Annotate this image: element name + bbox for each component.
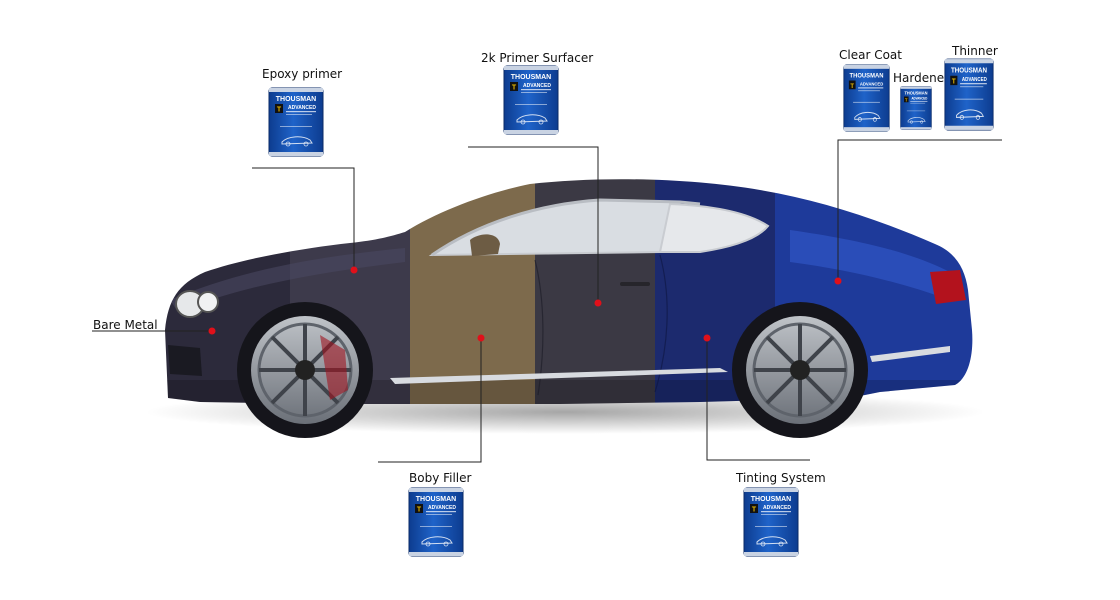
- marker-bare: [208, 327, 216, 335]
- svg-text:THOUSMAN: THOUSMAN: [276, 96, 316, 103]
- svg-text:THOUSMAN: THOUSMAN: [951, 67, 987, 75]
- label-epoxy-primer: Epoxy primer: [262, 67, 343, 81]
- primer-surfacer-can: THOUSMAN T ADVANCED: [503, 64, 559, 136]
- svg-text:ADVANCED: ADVANCED: [763, 505, 791, 511]
- svg-text:ADVANCED: ADVANCED: [962, 77, 987, 83]
- svg-text:THOUSMAN: THOUSMAN: [416, 496, 456, 503]
- tinting-system-can: THOUSMAN T ADVANCED: [743, 486, 799, 558]
- label-tinting-system: Tinting System: [736, 471, 826, 485]
- svg-text:THOUSMAN: THOUSMAN: [751, 496, 791, 503]
- label-body-filler: Boby Filler: [409, 471, 472, 485]
- label-clear-coat: Clear Coat: [839, 48, 902, 62]
- paint-can-icon: THOUSMAN T ADVANCED: [743, 487, 799, 557]
- svg-text:T: T: [512, 85, 517, 92]
- body-filler-can: THOUSMAN T ADVANCED: [408, 486, 464, 558]
- paint-can-icon: THOUSMAN T ADVANCED: [944, 58, 994, 131]
- paint-can-icon: THOUSMAN T ADVANCED: [503, 65, 559, 135]
- svg-text:ADVANCED: ADVANCED: [860, 81, 884, 86]
- svg-text:THOUSMAN: THOUSMAN: [904, 90, 927, 95]
- svg-text:T: T: [850, 82, 854, 89]
- svg-text:ADVANCED: ADVANCED: [523, 83, 551, 89]
- label-hardener: Hardener: [893, 71, 950, 85]
- label-bare-metal: Bare Metal: [93, 318, 158, 332]
- clear-coat-can: THOUSMAN T ADVANCED: [843, 63, 890, 133]
- paint-can-icon: THOUSMAN T ADVANCED: [843, 64, 890, 132]
- svg-text:T: T: [417, 507, 422, 514]
- svg-text:T: T: [752, 507, 757, 514]
- marker-clear: [834, 277, 842, 285]
- svg-text:ADVANCED: ADVANCED: [911, 97, 928, 101]
- label-primer-surfacer: 2k Primer Surfacer: [481, 51, 594, 65]
- svg-text:T: T: [905, 97, 908, 102]
- svg-text:T: T: [277, 107, 282, 114]
- svg-text:THOUSMAN: THOUSMAN: [511, 74, 551, 81]
- front-wheel: [237, 302, 373, 438]
- marker-epoxy: [350, 266, 358, 274]
- marker-surfacer: [594, 299, 602, 307]
- paint-can-icon: THOUSMAN T ADVANCED: [408, 487, 464, 557]
- svg-text:ADVANCED: ADVANCED: [288, 105, 316, 111]
- svg-text:THOUSMAN: THOUSMAN: [850, 72, 884, 79]
- marker-filler: [477, 334, 485, 342]
- rear-wheel: [732, 302, 868, 438]
- marker-tinting: [703, 334, 711, 342]
- label-thinner: Thinner: [952, 44, 998, 58]
- svg-text:ADVANCED: ADVANCED: [428, 505, 456, 511]
- paint-can-icon: THOUSMAN T ADVANCED: [268, 87, 324, 157]
- svg-text:T: T: [952, 78, 957, 86]
- thinner-can: THOUSMAN T ADVANCED: [944, 57, 994, 132]
- epoxy-primer-can: THOUSMAN T ADVANCED: [268, 86, 324, 158]
